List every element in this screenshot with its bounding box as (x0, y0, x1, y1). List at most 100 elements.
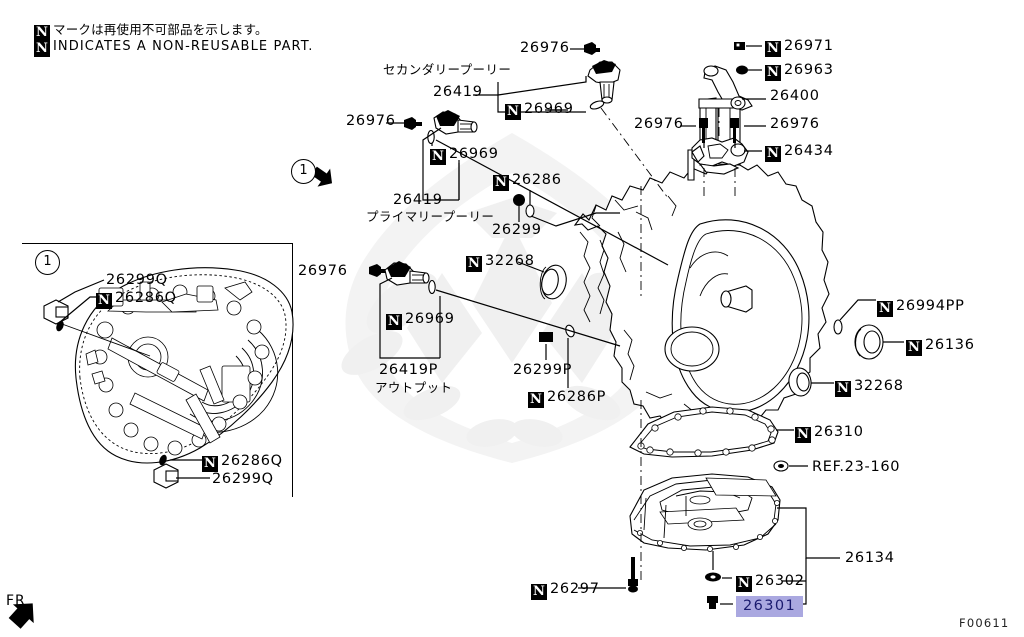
part-26994pp-oring (833, 319, 843, 335)
part-26434-bracket (691, 137, 749, 175)
part-26976-bolt-top (584, 42, 600, 55)
part-number-text: 26994PP (896, 298, 965, 314)
non-reusable-badge-icon: N (531, 584, 547, 600)
part-number-text: 32268 (485, 253, 535, 269)
non-reusable-badge-icon: N (505, 104, 521, 120)
non-reusable-badge-icon: N (528, 392, 544, 408)
inset-part-26299q-lower (153, 463, 179, 489)
part-label-26976-left: 26976 (346, 113, 396, 129)
part-26976-bolt-left (404, 117, 422, 130)
non-reusable-badge-icon: N (906, 340, 922, 356)
inset-reference-index: 1 (291, 159, 316, 184)
non-reusable-badge-icon: N (430, 149, 446, 165)
drawing-code: F00611 (959, 616, 1010, 630)
part-number-text: 26302 (755, 573, 805, 589)
non-reusable-badge-icon: N (386, 314, 402, 330)
label-primary-pulley: プライマリープーリー (366, 209, 495, 224)
part-number-text: 26971 (784, 38, 834, 54)
part-number-text: 26297 (550, 581, 600, 597)
part-label-26134: 26134 (845, 550, 895, 566)
part-number-text: 26136 (925, 337, 975, 353)
part-number-text: 26969 (524, 101, 574, 117)
part-number-text: 26310 (814, 424, 864, 440)
part-number-text: 26286P (547, 389, 607, 405)
legend-english-text: INDICATES A NON-REUSABLE PART. (53, 39, 314, 54)
part-26419-primary-sensor (433, 110, 478, 135)
part-number-text: 26286Q (221, 453, 283, 469)
part-26297-bolt (628, 557, 638, 593)
inset-part-26286q-lower (159, 454, 167, 466)
non-reusable-badge-icon: N (877, 301, 893, 317)
inset-part-26286q-upper (56, 320, 64, 332)
non-reusable-badge-icon: N (34, 25, 50, 41)
non-reusable-badge-icon: N (493, 175, 509, 191)
part-label-26419-primary: 26419 (393, 192, 443, 208)
label-output: アウトプット (375, 380, 453, 395)
part-26969-oring-secondary (589, 100, 605, 110)
part-label-26419-secondary: 26419 (433, 84, 483, 100)
part-label-26301-highlighted[interactable]: 26301 (736, 596, 804, 617)
non-reusable-badge-icon: N (466, 256, 482, 272)
inset-part-26299q-upper (43, 299, 69, 325)
part-number-text: 26969 (449, 146, 499, 162)
part-label-26419p: 26419P (379, 362, 439, 378)
inset-part-label-26299q-upper: 26299Q (106, 272, 168, 288)
part-number-text: 26286 (512, 172, 562, 188)
part-32268-oil-seal-right (788, 367, 812, 397)
part-26971-bolt (734, 42, 745, 50)
non-reusable-badge-icon: N (96, 293, 112, 309)
part-label-ref-23-160: REF.23-160 (812, 459, 901, 475)
part-ref-23-160-plug (773, 460, 789, 472)
non-reusable-badge-icon: N (34, 41, 50, 57)
inset-part-label-26299q-lower: 26299Q (212, 471, 274, 487)
part-26302-gasket (705, 572, 721, 582)
part-26963-washer (736, 65, 748, 75)
inset-transmission-case (43, 267, 294, 489)
part-26134-oil-pan (629, 473, 781, 553)
non-reusable-badge-icon: N (736, 576, 752, 592)
fr-marker-label: FR (6, 593, 26, 609)
non-reusable-badge-icon: N (202, 456, 218, 472)
part-26301-drain-plug (707, 596, 718, 609)
part-label-26299: 26299 (492, 222, 542, 238)
part-number-text: 26969 (405, 311, 455, 327)
part-label-26976-top: 26976 (520, 40, 570, 56)
detail-inset-frame (22, 243, 293, 497)
part-number-text: 26434 (784, 143, 834, 159)
part-number-text: 26963 (784, 62, 834, 78)
non-reusable-badge-icon: N (835, 381, 851, 397)
label-secondary-pulley: セカンダリープーリー (383, 62, 512, 77)
non-reusable-badge-icon: N (765, 146, 781, 162)
non-reusable-badge-icon: N (765, 41, 781, 57)
part-label-26299p: 26299P (513, 362, 573, 378)
legend-japanese-text: マークは再使用不可部品を示します。 (53, 22, 268, 37)
part-26400-bracket (698, 65, 753, 111)
part-number-text: 26286Q (115, 290, 177, 306)
part-number-text: 32268 (854, 378, 904, 394)
non-reusable-badge-icon: N (765, 65, 781, 81)
part-label-26976-bracket-right: 26976 (770, 116, 820, 132)
non-reusable-badge-icon: N (795, 427, 811, 443)
part-label-26976-bracket-left: 26976 (634, 116, 684, 132)
fr-orientation-arrow (8, 603, 34, 629)
part-label-26976-lower-left: 26976 (298, 263, 348, 279)
